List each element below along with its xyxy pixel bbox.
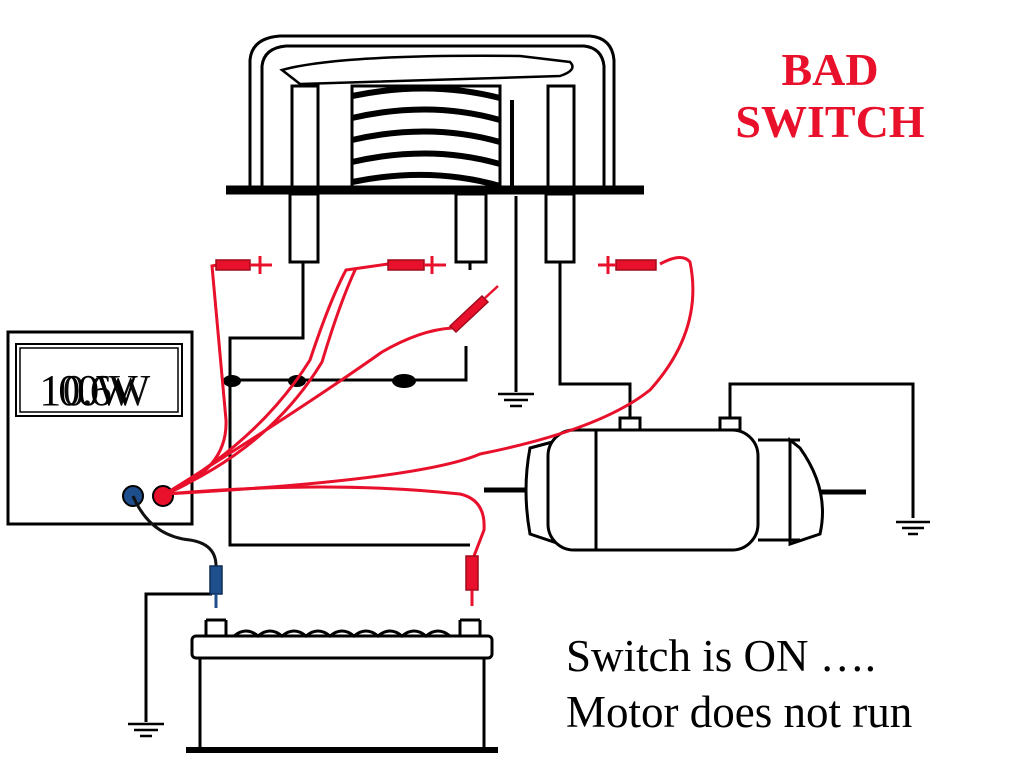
red-probe <box>598 256 657 274</box>
meter-reading: 0.6W <box>62 365 151 415</box>
title-line-1: BAD <box>781 44 879 95</box>
volt-jack[interactable] <box>152 485 174 507</box>
relay-coil <box>350 84 502 190</box>
ground-symbol <box>498 392 534 408</box>
ground-symbol <box>128 722 164 738</box>
circuit-wires <box>144 196 915 722</box>
blue-test-lead <box>131 495 223 608</box>
multimeter <box>6 330 194 526</box>
red-probe <box>387 256 446 274</box>
caption-line-1: Switch is ON …. <box>566 631 877 681</box>
red-probe <box>448 285 499 334</box>
battery <box>186 618 498 753</box>
diagram-title: BAD SWITCH <box>700 44 960 148</box>
meter-reading: 100W <box>39 365 138 415</box>
diagram-caption: Switch is ON …. Motor does not run <box>566 628 912 740</box>
meter-display: 100W 0.6W <box>18 364 176 416</box>
ground-symbol <box>896 520 930 536</box>
caption-line-2: Motor does not run <box>566 687 913 737</box>
title-line-2: SWITCH <box>735 96 925 147</box>
relay <box>226 34 644 270</box>
red-test-leads <box>164 256 695 557</box>
red-probe <box>215 256 272 274</box>
motor <box>484 416 866 552</box>
red-probe <box>465 555 479 606</box>
